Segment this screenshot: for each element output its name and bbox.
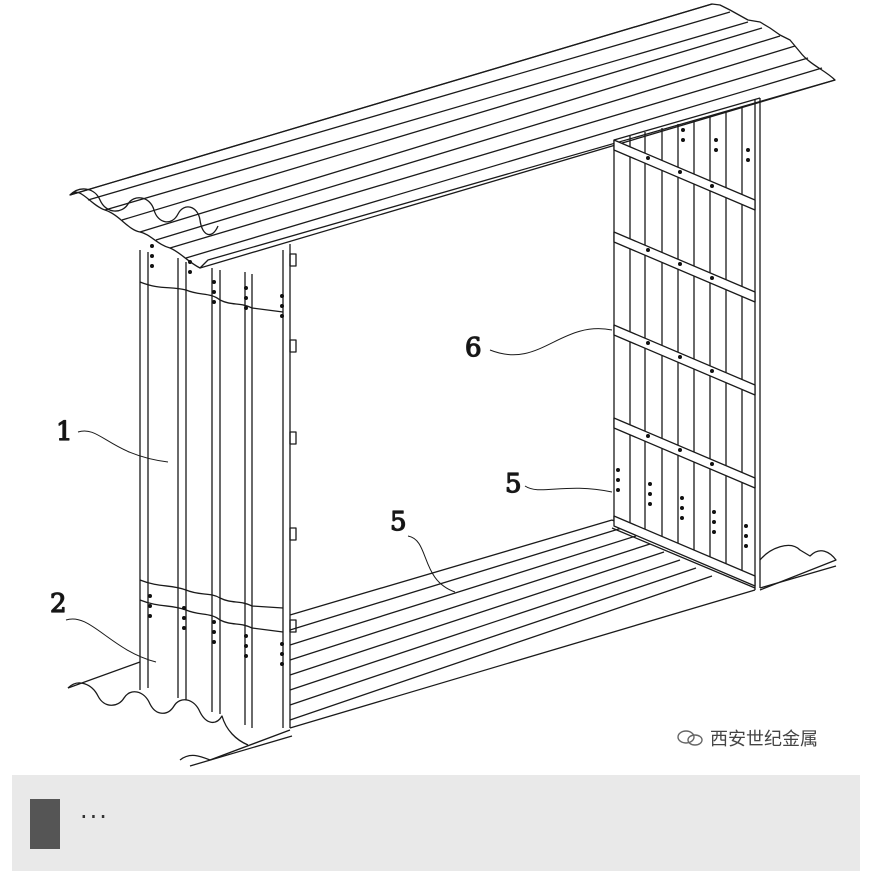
label-2: 2: [50, 589, 67, 619]
leader-lines: [65, 328, 613, 663]
left-upper-bolts: [150, 244, 284, 318]
roof-corrugated-sheet: [69, 3, 836, 269]
structure-diagram: 1 2 5 5 6: [49, 3, 837, 767]
bottom-bar: ···: [12, 775, 860, 871]
left-wall-panels: [139, 244, 297, 728]
label-5-floor: 5: [390, 507, 407, 537]
left-lower-bolts: [148, 594, 284, 666]
bottom-left-base-sheet: [67, 661, 293, 767]
bottom-right-base-sheet: [759, 544, 837, 591]
square-block-icon: [30, 799, 60, 849]
label-1: 1: [56, 417, 73, 447]
more-dots[interactable]: ···: [80, 803, 109, 831]
label-5-wall: 5: [505, 469, 522, 499]
wechat-icon: [677, 730, 703, 746]
watermark: 西安世纪金属: [676, 725, 818, 751]
right-wall-braces: [613, 139, 756, 587]
floor-slats: [289, 519, 756, 729]
watermark-text: 西安世纪金属: [710, 729, 818, 750]
label-6: 6: [465, 333, 482, 363]
right-wall-bolts: [616, 128, 750, 548]
